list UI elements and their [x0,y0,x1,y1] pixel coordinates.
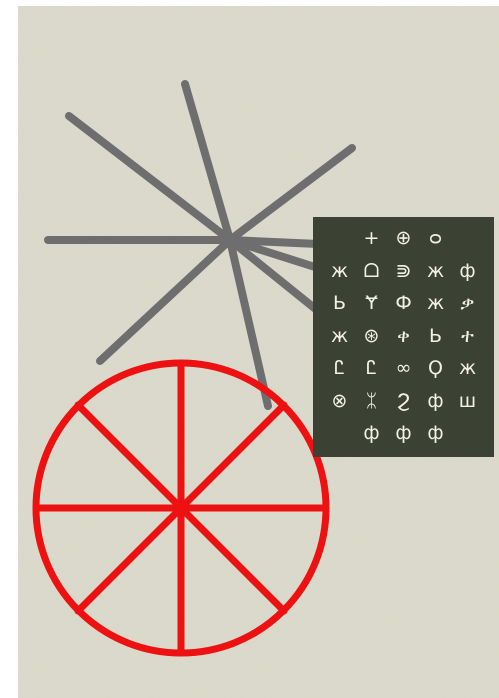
glyph: ш [455,388,481,414]
glyph: ᛯ [359,388,385,414]
glyph: ж [327,323,353,349]
glyph: ф [391,420,417,446]
glyph: Ꮭ [327,355,353,381]
red-wheel-symbol [36,363,326,653]
glyph: ж [423,290,449,316]
glyph: ቀ [391,323,417,349]
glyph: ф [423,420,449,446]
glyph: ተ [455,323,481,349]
glyph: ⊗ [327,388,353,414]
glyph: ж [327,258,353,284]
glyph: ж [423,258,449,284]
glyph: + [359,225,385,251]
glyph: ᴑ [423,225,449,251]
glyph: Ɏ [359,290,385,316]
glyph: Ϩ [391,388,417,414]
glyph-row: +⊕ᴑ [313,223,494,253]
glyph: ф [423,388,449,414]
glyph: Ф [391,290,417,316]
glyph: Ϙ [423,355,449,381]
glyph: ⋑ [391,258,417,284]
glyph: ᗝ [359,258,385,284]
glyph: ∞ [391,355,417,381]
glyph: ⊕ [391,225,417,251]
glyph: Ь [327,290,353,316]
glyph: ф [359,420,385,446]
glyph: ቃ [455,290,481,316]
glyph: Ꮭ [359,355,385,381]
glyph: ф [455,258,481,284]
glyph: Ь [423,323,449,349]
glyph: ж [455,355,481,381]
glyph: ⊛ [359,323,385,349]
